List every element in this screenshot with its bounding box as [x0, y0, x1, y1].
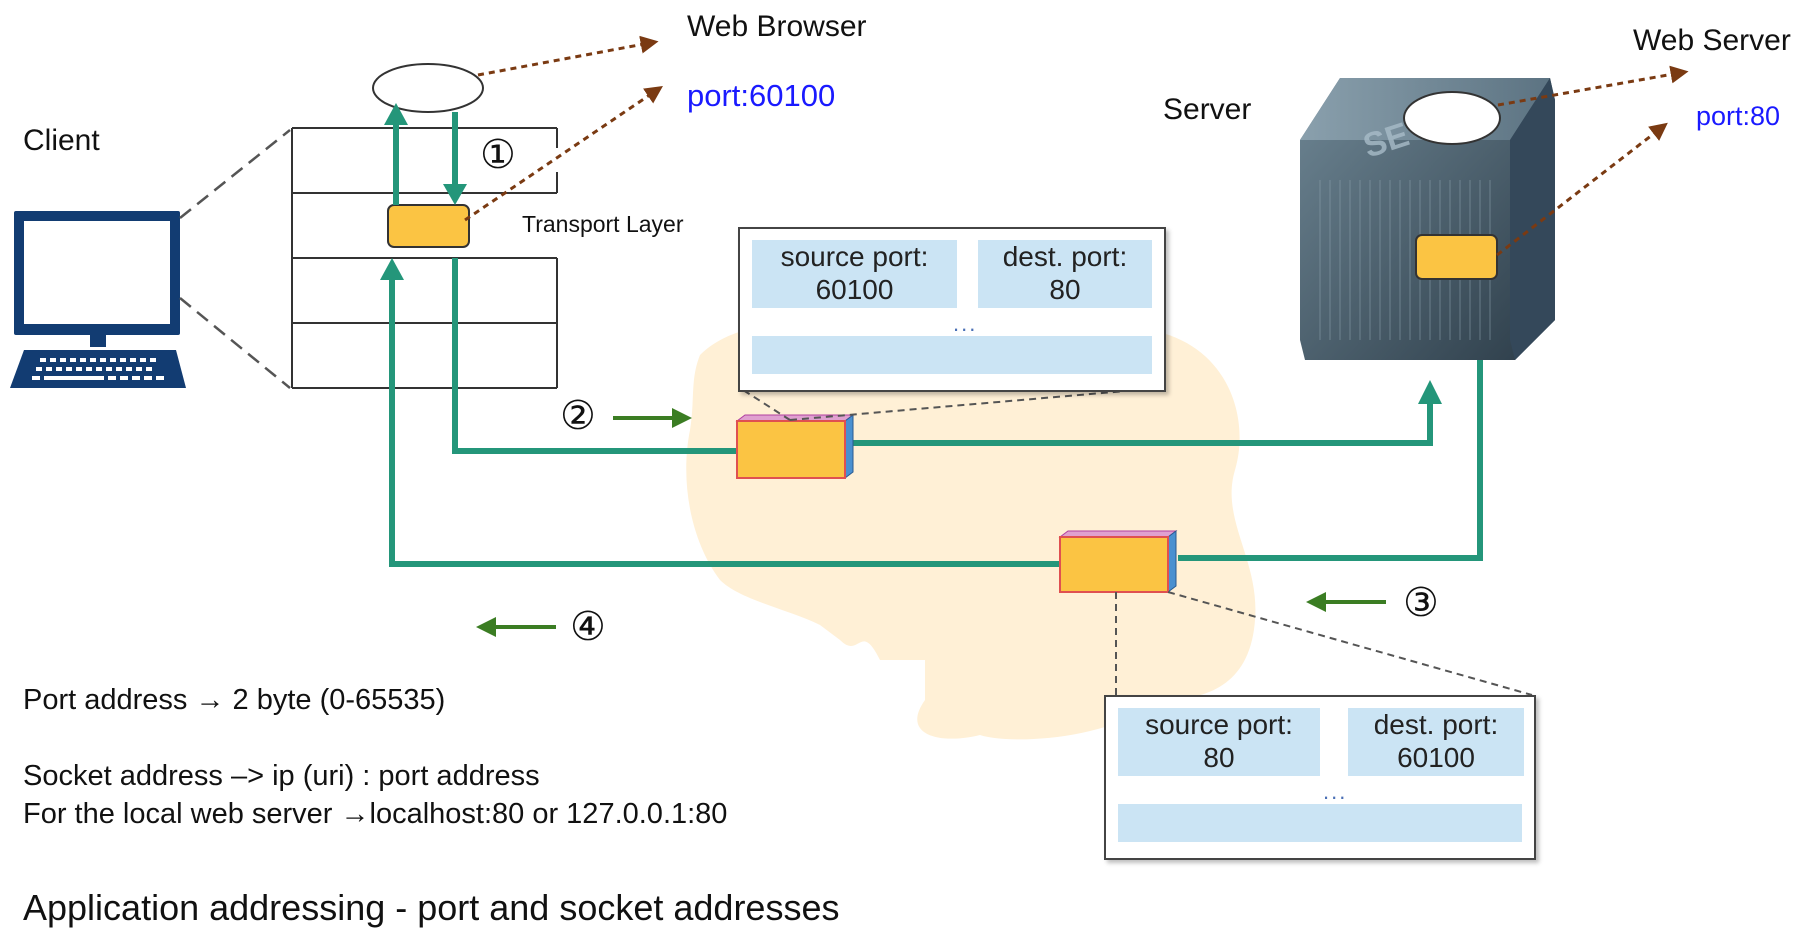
server-port-label: port:80 [1696, 101, 1781, 131]
response-dest-port: dest. port: 60100 [1348, 708, 1524, 776]
response-source-port: source port: 80 [1118, 708, 1320, 776]
webserver-pointer [1497, 65, 1689, 107]
zoom-line-bottom [179, 297, 291, 389]
request-dest-port: dest. port: 80 [978, 240, 1152, 308]
web-browser-label: Web Browser [687, 10, 867, 43]
request-source-port: source port: 60100 [752, 240, 957, 308]
note-socket-address: Socket address –> ip (uri) : port addres… [23, 760, 540, 792]
step-4-marker: ④ [570, 605, 606, 649]
request-header-bar [752, 336, 1152, 374]
protocol-stack [291, 127, 558, 389]
zoom-line-top [179, 129, 291, 219]
request-path [452, 258, 737, 454]
transport-layer-label: Transport Layer [522, 211, 684, 237]
step-2-marker: ② [560, 394, 596, 438]
step-3-marker: ③ [1403, 581, 1439, 625]
note-port-address: Port address → 2 byte (0-65535) [23, 684, 446, 716]
client-label: Client [23, 124, 100, 157]
response-header-box: source port: 80 dest. port: 60100 ... [1104, 695, 1536, 860]
browser-pointer [477, 35, 659, 77]
web-server-label: Web Server [1633, 24, 1791, 57]
note-localhost: For the local web server →localhost:80 o… [23, 798, 728, 830]
request-header-box: source port: 60100 dest. port: 80 ... [738, 227, 1166, 392]
response-segment [1058, 530, 1178, 593]
browser-port-label: port:60100 [687, 78, 836, 113]
server-label: Server [1163, 93, 1252, 126]
web-browser-process [372, 63, 484, 113]
server-transport-socket [1415, 234, 1498, 280]
diagram-caption: Application addressing - port and socket… [23, 887, 840, 928]
request-segment [735, 414, 855, 479]
client-transport-socket [387, 204, 470, 248]
response-path [1178, 277, 1483, 561]
server-port-pointer [1496, 122, 1668, 257]
response-header-ellipsis: ... [1323, 779, 1348, 804]
step-1-marker: ① [480, 133, 516, 177]
request-header-ellipsis: ... [953, 311, 978, 336]
response-header-bar [1118, 804, 1522, 842]
web-server-process [1403, 91, 1501, 145]
client-computer-icon [10, 211, 186, 388]
